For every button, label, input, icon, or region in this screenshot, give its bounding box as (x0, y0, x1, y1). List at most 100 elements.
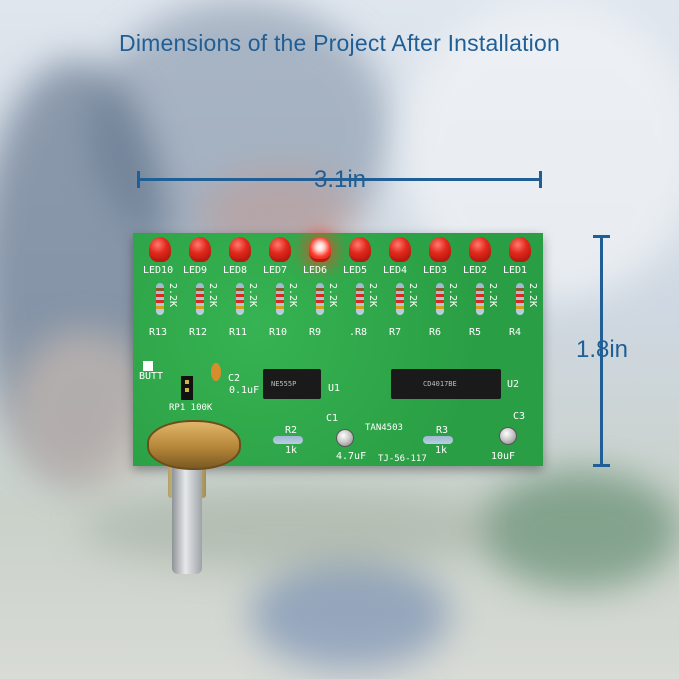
resistor (476, 283, 484, 315)
led-4 (389, 237, 411, 262)
background-circuit-board (480, 470, 679, 590)
resistor-band (396, 294, 404, 297)
resistor-band (516, 306, 524, 309)
led-label: LED8 (223, 265, 248, 276)
resistor-band (396, 300, 404, 303)
resistor-value: 2.2K (167, 283, 178, 308)
resistor-value: 2.2K (287, 283, 298, 308)
led-9 (189, 237, 211, 262)
resistor-band (436, 300, 444, 303)
u1-label: U1 (328, 383, 341, 394)
led-3 (429, 237, 451, 262)
r3-label: R3 (436, 425, 449, 436)
led-label: LED2 (463, 265, 488, 276)
width-dimension-line (137, 171, 542, 188)
resistor (276, 283, 284, 315)
resistor-band (396, 306, 404, 309)
resistor-label: R12 (189, 327, 208, 338)
led-6 (309, 237, 331, 262)
resistor-band (476, 300, 484, 303)
led-label: LED7 (263, 265, 288, 276)
c2-value: 0.1uF (229, 385, 260, 396)
led-1 (509, 237, 531, 262)
ic-u1-ne555: NE555P (263, 369, 321, 399)
resistor (196, 283, 204, 315)
resistor-r3 (423, 436, 453, 444)
r2-value: 1k (285, 445, 298, 456)
width-dimension-cap-right (539, 171, 542, 188)
resistor-label: R4 (509, 327, 522, 338)
resistor-value: 2.2K (247, 283, 258, 308)
ic-u2-cd4017: CD4017BE (391, 369, 501, 399)
led-7 (269, 237, 291, 262)
resistor-band (236, 306, 244, 309)
led-label: LED3 (423, 265, 448, 276)
resistor-band (436, 294, 444, 297)
pin-header (181, 376, 193, 400)
height-dimension-label: 1.8in (575, 336, 629, 363)
resistor (236, 283, 244, 315)
width-dimension-label: 3.1in (313, 166, 367, 193)
led-label: LED1 (503, 265, 528, 276)
potentiometer (147, 420, 241, 470)
resistor-band (236, 294, 244, 297)
u1-chip-text: NE555P (271, 380, 297, 388)
led-2 (469, 237, 491, 262)
height-dimension-line (593, 235, 610, 467)
resistor-label: R10 (269, 327, 288, 338)
resistor-band (476, 288, 484, 291)
u2-chip-text: CD4017BE (423, 380, 457, 388)
resistor-value: 2.2K (487, 283, 498, 308)
resistor-band (316, 288, 324, 291)
resistor (316, 283, 324, 315)
r2-label: R2 (285, 425, 298, 436)
led-5 (349, 237, 371, 262)
resistor-band (356, 294, 364, 297)
resistor-value: 2.2K (447, 283, 458, 308)
resistor-band (356, 288, 364, 291)
resistor-band (276, 294, 284, 297)
resistor-value: 2.2K (207, 283, 218, 308)
resistor-band (196, 294, 204, 297)
resistor-value: 2.2K (367, 283, 378, 308)
led-label: LED9 (183, 265, 208, 276)
led-label: LED6 (303, 265, 328, 276)
board-id: TAN4503 (365, 423, 403, 433)
resistor-band (356, 306, 364, 309)
resistor-band (436, 306, 444, 309)
resistor-band (476, 294, 484, 297)
rp1-label: RP1 100K (169, 403, 213, 413)
u2-label: U2 (507, 379, 520, 390)
resistor-band (516, 294, 524, 297)
resistor-band (516, 288, 524, 291)
led-10 (149, 237, 171, 262)
resistor-band (276, 300, 284, 303)
resistor-band (156, 306, 164, 309)
resistor (396, 283, 404, 315)
resistor-label: R5 (469, 327, 482, 338)
led-label: LED5 (343, 265, 368, 276)
resistor (156, 283, 164, 315)
potentiometer-shaft (172, 466, 202, 574)
resistor-band (316, 306, 324, 309)
resistor-label: .R8 (349, 327, 368, 338)
r3-value: 1k (435, 445, 448, 456)
resistor-band (236, 300, 244, 303)
c2-label: C2 (228, 373, 241, 384)
butt-header-label: BUTT (139, 371, 164, 382)
resistor (436, 283, 444, 315)
resistor-band (316, 300, 324, 303)
resistor-band (476, 306, 484, 309)
resistor-band (276, 306, 284, 309)
height-dimension-cap-bottom (593, 464, 610, 467)
led-label: LED4 (383, 265, 408, 276)
led-label: LED10 (143, 265, 174, 276)
resistor-band (276, 288, 284, 291)
resistor-value: 2.2K (327, 283, 338, 308)
resistor-r2 (273, 436, 303, 444)
resistor-band (436, 288, 444, 291)
resistor-label: R13 (149, 327, 168, 338)
resistor-band (516, 300, 524, 303)
resistor-band (236, 288, 244, 291)
